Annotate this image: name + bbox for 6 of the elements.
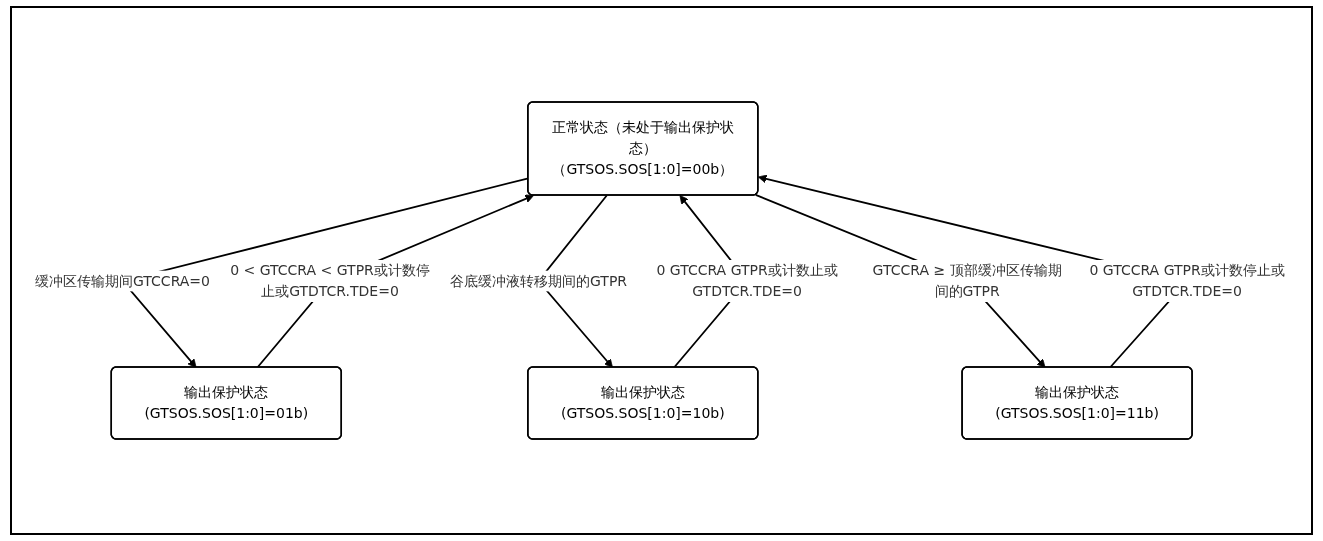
edge-label: 0 < GTCCRA < GTPR或计数停止或GTDTCR.TDE=0 <box>230 262 431 299</box>
edge-label: GTCCRA ≥ 顶部缓冲区传输期间的GTPR <box>873 262 1063 299</box>
edge-label: 0 GTCCRA GTPR或计数停止或GTDTCR.TDE=0 <box>1089 262 1286 299</box>
edge-label: 缓冲区传输期间GTCCRA=0 <box>35 272 211 289</box>
edge-label: 谷底缓冲液转移期间的GTPR <box>450 272 628 289</box>
edge-label: 0 GTCCRA GTPR或计数止或GTDTCR.TDE=0 <box>656 262 839 299</box>
